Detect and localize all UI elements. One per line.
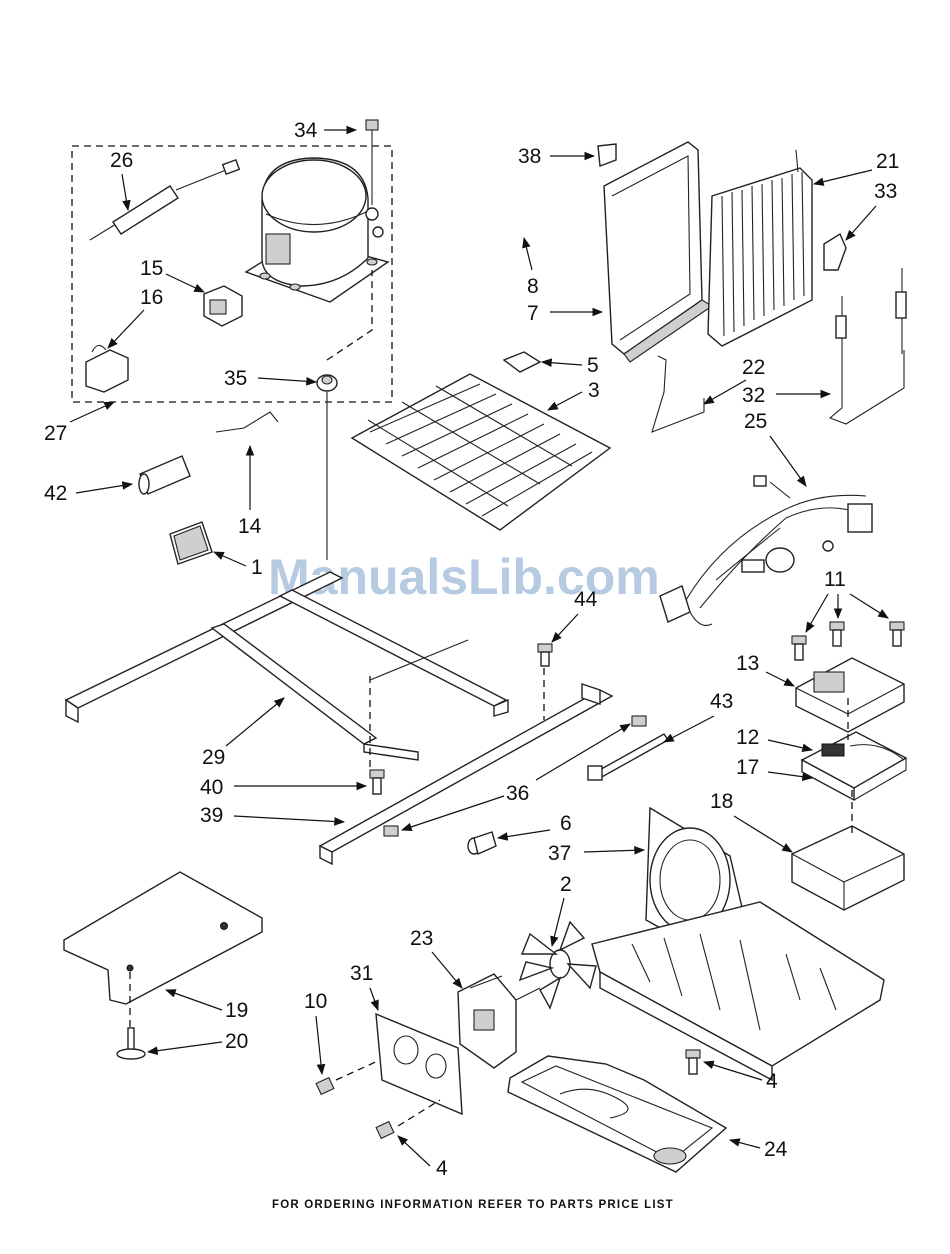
control-box-part [792, 826, 904, 910]
callout-1: 1 [251, 556, 263, 579]
fan-blade-part [520, 922, 596, 1008]
callout-14: 14 [238, 515, 262, 538]
callout-21: 21 [876, 150, 899, 173]
evaporator-part [708, 150, 812, 346]
compressor-part [246, 150, 388, 302]
callout-23: 23 [410, 927, 433, 950]
tube-part-32 [830, 268, 906, 424]
callout-4-bottom: 4 [436, 1157, 448, 1180]
callout-22: 22 [742, 356, 765, 379]
callout-32: 32 [742, 384, 765, 407]
bracket-part-33 [824, 234, 846, 270]
callout-35: 35 [224, 367, 247, 390]
callout-2: 2 [560, 873, 572, 896]
access-panel-part [64, 872, 262, 1004]
callout-20: 20 [225, 1030, 248, 1053]
plug-part [468, 832, 496, 854]
wire-hanger-part [652, 356, 704, 432]
leveling-foot-part [117, 1028, 145, 1059]
callout-29: 29 [202, 746, 225, 769]
callout-24: 24 [764, 1138, 788, 1161]
control-board-part [802, 732, 906, 800]
callout-39: 39 [200, 804, 223, 827]
callout-27: 27 [44, 422, 67, 445]
evaporator-cover-part [604, 142, 712, 362]
grommet-part [317, 375, 337, 391]
pad-part [170, 522, 212, 564]
callout-4-right: 4 [766, 1070, 778, 1093]
screw-part-44 [538, 644, 552, 666]
spring-wire-part [216, 412, 278, 432]
callout-19: 19 [225, 999, 248, 1022]
base-rail-part [66, 572, 612, 864]
callout-3: 3 [588, 379, 600, 402]
callout-16: 16 [140, 286, 163, 309]
fan-motor-part [458, 974, 540, 1068]
screw-part-10 [316, 1078, 334, 1095]
callout-6: 6 [560, 812, 572, 835]
callout-8: 8 [527, 275, 539, 298]
callout-5: 5 [587, 354, 599, 377]
callout-33: 33 [874, 180, 897, 203]
cable-tie-part [588, 734, 668, 780]
callout-40: 40 [200, 776, 223, 799]
callout-17: 17 [736, 756, 759, 779]
wire-harness-part [660, 476, 872, 626]
motor-bracket-part [376, 1014, 462, 1114]
callout-7: 7 [527, 302, 539, 325]
screw-part-40 [370, 770, 384, 794]
relay-part [204, 286, 242, 326]
control-cover-part [796, 658, 904, 732]
callout-10: 10 [304, 990, 327, 1013]
callout-15: 15 [140, 257, 163, 280]
clip-part-38 [598, 144, 616, 166]
callout-38: 38 [518, 145, 541, 168]
base-tray-part [592, 902, 884, 1080]
screw-part-36 [384, 716, 646, 836]
callout-13: 13 [736, 652, 759, 675]
callout-34: 34 [294, 119, 318, 142]
callout-37: 37 [548, 842, 571, 865]
callout-43: 43 [710, 690, 733, 713]
callout-42: 42 [44, 482, 67, 505]
callout-26: 26 [110, 149, 133, 172]
footer-note: FOR ORDERING INFORMATION REFER TO PARTS … [272, 1199, 674, 1211]
callout-12: 12 [736, 726, 759, 749]
callout-44: 44 [574, 588, 598, 611]
callout-36: 36 [506, 782, 529, 805]
callout-11: 11 [824, 568, 846, 591]
sleeve-part [139, 456, 190, 494]
callout-31: 31 [350, 962, 373, 985]
tube-part [424, 146, 518, 236]
clip-part-5 [504, 352, 540, 372]
callout-25: 25 [744, 410, 767, 433]
overload-part [86, 345, 128, 392]
callout-18: 18 [710, 790, 733, 813]
